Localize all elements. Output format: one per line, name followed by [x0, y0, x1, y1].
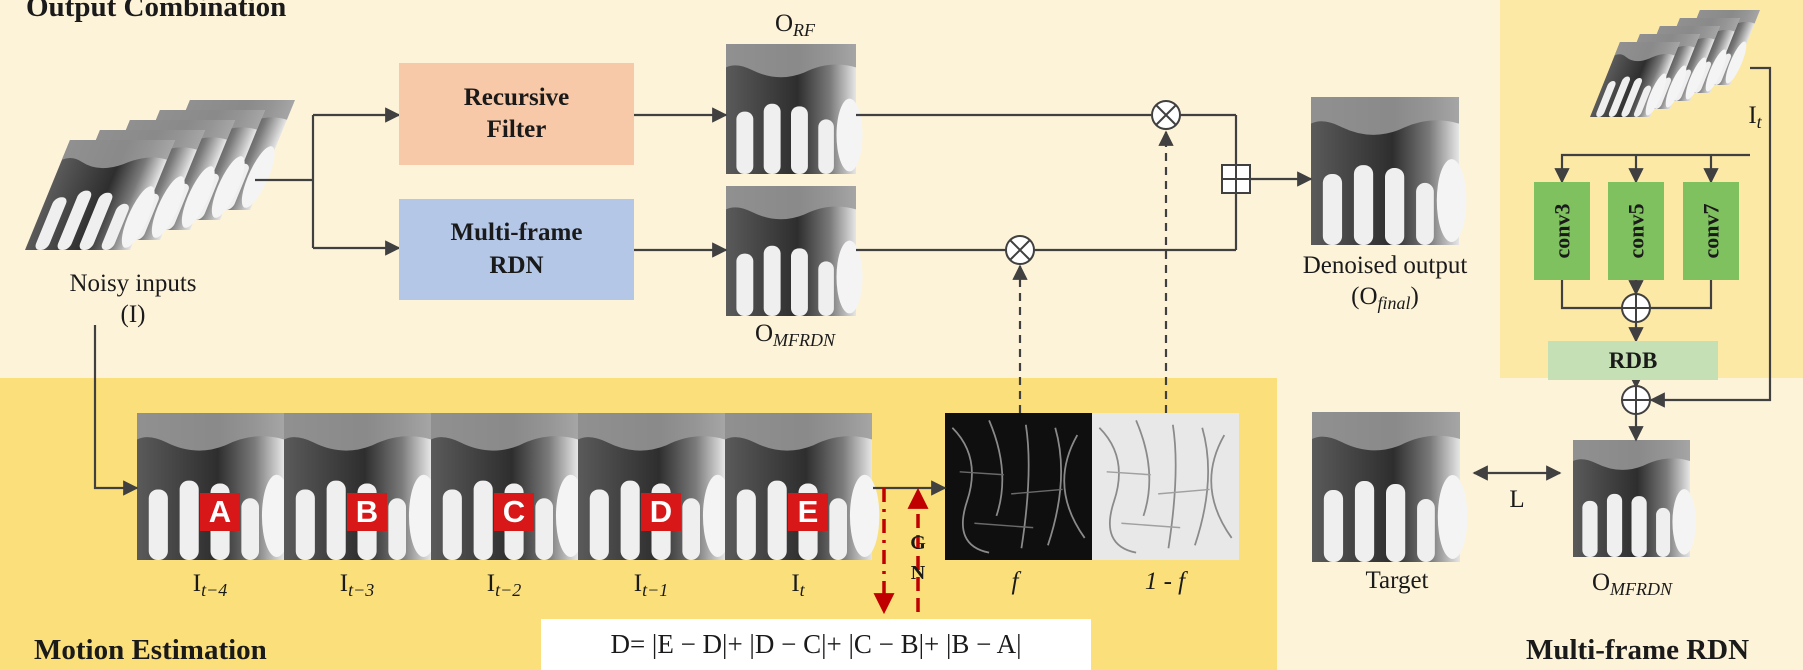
noisy-inputs-symbol: (I) [120, 301, 146, 329]
frame-label-b: It−3 [339, 570, 375, 600]
o-rf-image [726, 44, 863, 174]
section-title-motion-estimation: Motion Estimation [34, 634, 267, 666]
frame-badge-d: D [641, 493, 681, 531]
f-label: f [1011, 568, 1019, 595]
denoised-output-text: Denoised output [1302, 252, 1468, 279]
frame-image-c [431, 413, 586, 560]
conv5-block: conv5 [1608, 182, 1664, 280]
target-label: Target [1365, 567, 1429, 594]
noisy-inputs-text: Noisy inputs [69, 270, 197, 297]
multiply-operator-top [1151, 100, 1181, 130]
conv7-label: conv7 [1698, 203, 1723, 259]
add-operator-residual [1621, 385, 1651, 415]
noisy-inputs-label: Noisy inputs (I) [48, 268, 218, 331]
frame-strip [137, 413, 880, 560]
conv3-block: conv3 [1534, 182, 1590, 280]
frame-label-a: It−4 [192, 570, 228, 600]
frame-badge-c: C [494, 493, 534, 531]
frame-badge-a: A [200, 493, 240, 531]
f-map-image [944, 412, 1093, 561]
target-image [1312, 412, 1468, 562]
motion-formula: D= |E − D|+ |D − C|+ |C − B|+ |B − A| [541, 619, 1091, 670]
connectors [93, 66, 1772, 496]
frame-image-b [284, 413, 439, 560]
add-operator-conv [1621, 293, 1651, 323]
o-final-label: (Ofinal) [1351, 283, 1419, 314]
o-mfrdn-output-label: OMFRDN [1591, 569, 1673, 599]
conv3-label: conv3 [1549, 203, 1574, 259]
o-mfrdn-label: OMFRDN [754, 320, 836, 350]
frame-label-e: It [791, 570, 805, 600]
rdb-block: RDB [1548, 341, 1718, 380]
frame-badge-e: E [788, 493, 828, 531]
gn-arrows [873, 487, 929, 615]
gn-label: G N [910, 532, 926, 584]
one-minus-f-map-image [1091, 412, 1240, 561]
conv5-label: conv5 [1623, 203, 1648, 259]
frame-badge-b: B [347, 493, 387, 531]
o-rf-label: ORF [774, 10, 816, 40]
section-title-multi-frame-rdn: Multi-frame RDN [1526, 634, 1750, 666]
frame-image-a [137, 413, 292, 560]
conv7-block: conv7 [1683, 182, 1739, 280]
multiply-operator-bottom [1005, 235, 1035, 265]
denoised-output-image [1311, 97, 1467, 245]
it-stack-label: It [1748, 102, 1762, 132]
frame-label-c: It−2 [486, 570, 522, 600]
frame-label-d: It−1 [633, 570, 669, 600]
recursive-filter-block: Recursive Filter [399, 63, 634, 165]
add-operator-box [1221, 164, 1251, 194]
section-title-output-combination: Output Combination [26, 0, 287, 23]
loss-label: L [1509, 486, 1525, 513]
denoised-output-label: Denoised output (Ofinal) [1280, 250, 1490, 315]
one-minus-f-label: 1 - f [1144, 568, 1186, 595]
frame-image-e [725, 413, 880, 560]
o-mfrdn-image [726, 186, 863, 316]
multi-frame-rdn-block: Multi-frame RDN [399, 199, 634, 300]
frame-image-d [578, 413, 733, 560]
o-mfrdn-output-image [1573, 440, 1696, 557]
